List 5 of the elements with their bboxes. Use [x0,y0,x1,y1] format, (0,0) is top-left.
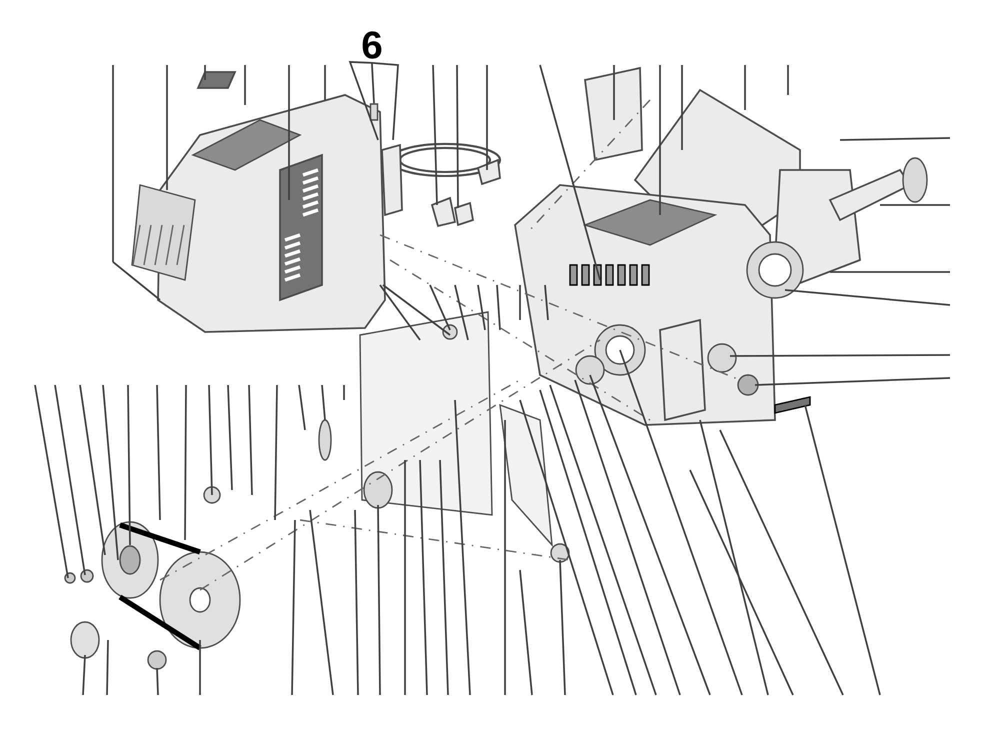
leader-line [371,62,375,104]
clip-part [370,103,378,121]
callout-number: 6 [362,31,382,59]
leader-line [348,61,379,140]
leader-line [372,62,399,140]
